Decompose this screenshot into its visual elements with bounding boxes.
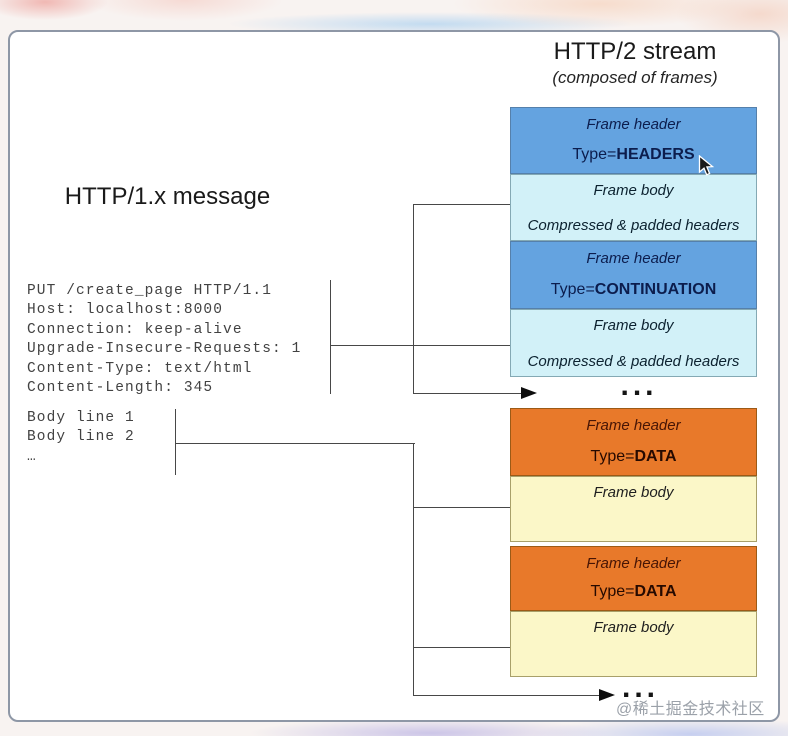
body-line: Body line 2	[27, 429, 135, 446]
http1-request-text: PUT /create_page HTTP/1.1 Host: localhos…	[27, 282, 301, 398]
frame-body-label: Frame body	[593, 484, 674, 501]
request-line: Content-Type: text/html	[27, 360, 253, 377]
body-line: …	[27, 448, 37, 465]
http1-message-title: HTTP/1.x message	[64, 183, 271, 210]
request-line: Connection: keep-alive	[27, 321, 243, 338]
request-line: Content-Length: 345	[27, 380, 214, 397]
frame-header-box-headers: Frame header Type=HEADERS	[510, 107, 757, 174]
frame-body-box-headers: Frame body Compressed & padded headers	[510, 174, 757, 241]
frame-type-prefix: Type=	[590, 583, 635, 600]
headers-branch-ellipsis-line	[413, 393, 522, 394]
headers-branch-top-line	[413, 204, 522, 205]
frame-type-prefix: Type=	[550, 281, 595, 298]
frame-body-box-data-1: Frame body	[510, 476, 757, 542]
frame-header-label: Frame header	[586, 116, 681, 133]
frame-type-label: Type=DATA	[515, 583, 752, 601]
mid-ellipsis: ...	[620, 369, 658, 402]
frame-header-label: Frame header	[586, 555, 681, 572]
arrow-to-mid-ellipsis-icon	[521, 387, 537, 399]
frame-type-label: Type=CONTINUATION	[515, 281, 752, 299]
body-line: Body line 1	[27, 410, 135, 426]
http2-stream-title: HTTP/2 stream	[553, 38, 717, 65]
frame-header-label: Frame header	[586, 250, 681, 267]
watermark: @稀土掘金技术社区	[616, 701, 765, 718]
frame-header-box-data-2: Frame header Type=DATA	[510, 546, 757, 611]
frame-body-box-data-2: Frame body	[510, 611, 757, 677]
frame-type-value: DATA	[634, 448, 677, 465]
frame-type-value: CONTINUATION	[594, 281, 717, 298]
frame-body-label: Frame body	[593, 619, 674, 636]
frame-header-box-data-1: Frame header Type=DATA	[510, 408, 757, 476]
frame-type-value: HEADERS	[616, 146, 695, 163]
frame-body-note: Compressed & padded headers	[527, 353, 740, 370]
frame-header-box-continuation: Frame header Type=CONTINUATION	[510, 241, 757, 309]
frame-type-label: Type=HEADERS	[515, 146, 752, 164]
frame-body-label: Frame body	[593, 182, 674, 199]
arrow-to-bottom-ellipsis-icon	[599, 689, 615, 701]
http2-stream-subtitle: (composed of frames)	[552, 68, 718, 87]
http1-body-text: Body line 1 Body line 2 …	[27, 409, 135, 467]
body-branch-bottom-line	[413, 695, 599, 696]
headers-connector-line	[330, 345, 522, 346]
frame-type-value: DATA	[634, 583, 677, 600]
frame-type-prefix: Type=	[590, 448, 635, 465]
body-branch-data1-line	[413, 507, 522, 508]
body-bracket-line	[175, 409, 176, 475]
frame-body-label: Frame body	[593, 317, 674, 334]
request-line: PUT /create_page HTTP/1.1	[27, 283, 273, 299]
frame-body-box-continuation: Frame body Compressed & padded headers	[510, 309, 757, 377]
body-trunk-line	[413, 443, 414, 695]
frame-type-label: Type=DATA	[515, 448, 752, 466]
mouse-cursor-icon	[698, 155, 715, 176]
headers-trunk-line	[413, 204, 414, 394]
body-connector-line	[175, 443, 415, 444]
frame-header-label: Frame header	[586, 417, 681, 434]
headers-bracket-line	[330, 280, 331, 394]
body-branch-data2-line	[413, 647, 522, 648]
bottom-ellipsis: ...	[622, 671, 660, 704]
request-line: Upgrade-Insecure-Requests: 1	[27, 341, 302, 358]
frame-body-note: Compressed & padded headers	[527, 217, 740, 234]
frame-type-prefix: Type=	[572, 146, 617, 163]
request-line: Host: localhost:8000	[27, 302, 224, 319]
